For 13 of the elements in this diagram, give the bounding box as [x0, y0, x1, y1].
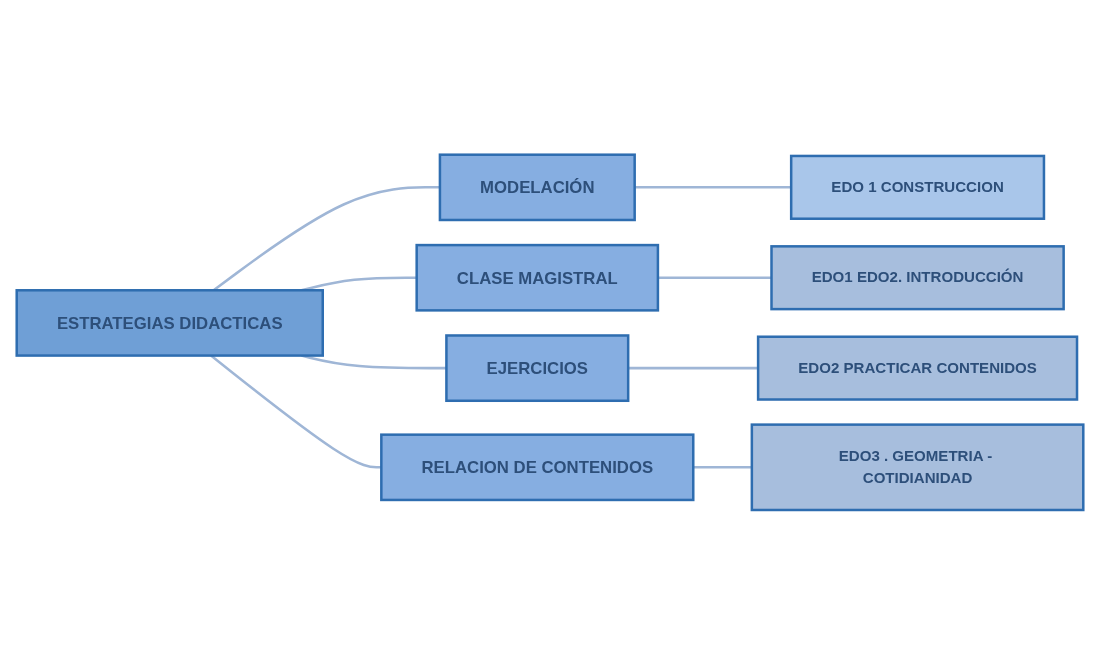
node-box: CLASE MAGISTRAL [415, 244, 660, 312]
connector [628, 367, 759, 370]
node-box: EDO2 PRACTICAR CONTENIDOS [756, 335, 1079, 401]
connector [634, 186, 792, 189]
node-box: EDO 1 CONSTRUCCION [789, 154, 1046, 221]
node-box: RELACION DE CONTENIDOS [380, 433, 695, 502]
node-box: MODELACIÓN [438, 153, 636, 222]
node-box: EDO1 EDO2. INTRODUCCIÓN [770, 245, 1065, 311]
node-box: EJERCICIOS [445, 334, 630, 403]
node-box: ESTRATEGIAS DIDACTICAS [15, 289, 324, 357]
connector [657, 276, 772, 280]
node-box: EDO3 . GEOMETRIA - COTIDIANIDAD [750, 423, 1085, 512]
connector [693, 466, 752, 469]
